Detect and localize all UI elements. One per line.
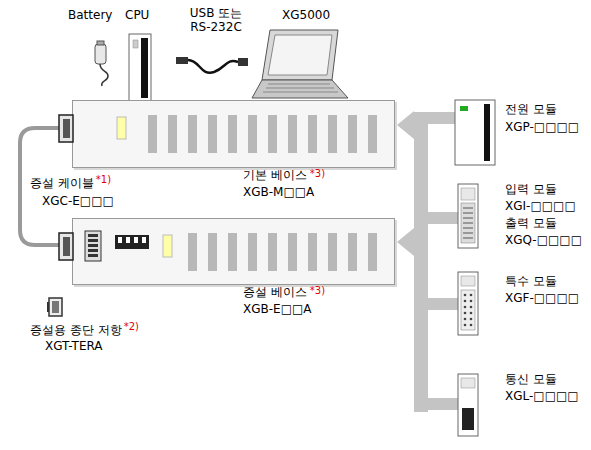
io-module	[458, 184, 478, 248]
module-name: 통신 모듈	[505, 372, 557, 386]
note-mark: *3)	[310, 168, 325, 179]
power-module	[455, 100, 495, 165]
model-number: XGB-E□□A	[243, 301, 325, 318]
model-number: XGT-TERA	[45, 339, 103, 353]
model-number: XGQ-□□□□	[505, 233, 582, 247]
part-name: CPU	[125, 8, 149, 22]
note-mark: *3)	[310, 285, 325, 296]
module-name: 출력 모듈	[505, 216, 557, 230]
base-caption: 기본 베이스*3)XGB-M□□A	[243, 167, 325, 202]
base-art	[73, 101, 396, 169]
interface-name: USB 또는 RS-232C	[183, 6, 249, 35]
module-name: 전원 모듈	[505, 102, 557, 116]
base-name: 기본 베이스	[243, 168, 307, 182]
module-bus	[397, 111, 458, 412]
model-number: XGC-E□□□	[42, 194, 114, 208]
model-number: XGP-□□□□	[505, 120, 579, 134]
base-unit: 증설 베이스*3)XGB-E□□A	[72, 218, 395, 285]
part-name: Battery	[68, 8, 112, 22]
software-name: XG5000	[282, 8, 330, 22]
model-number: XGF-□□□□	[505, 291, 579, 305]
laptop-icon	[252, 30, 348, 98]
part-name: 증설 케이블	[30, 176, 94, 190]
base-name: 증설 베이스	[243, 285, 307, 299]
terminator-icon	[47, 298, 62, 316]
model-number: XGL-□□□□	[505, 389, 579, 403]
module-name: 입력 모듈	[505, 182, 557, 196]
base-unit: 기본 베이스*3)XGB-M□□A	[72, 100, 395, 168]
caption-line: 증설 베이스*3)	[243, 284, 325, 301]
base-art	[73, 219, 396, 286]
model-number: XGI-□□□□	[505, 199, 576, 213]
caption-line: 기본 베이스*3)	[243, 167, 325, 184]
note-mark: *2)	[124, 321, 139, 333]
cpu-module	[129, 34, 151, 101]
note-mark: *1)	[96, 174, 111, 186]
battery-icon	[95, 41, 108, 86]
usb-cable	[176, 57, 248, 73]
special-module	[458, 272, 478, 335]
part-name: 증설용 종단 저항	[30, 323, 122, 337]
comm-module	[458, 374, 478, 436]
base-caption: 증설 베이스*3)XGB-E□□A	[243, 284, 325, 319]
module-name: 특수 모듈	[505, 274, 557, 288]
model-number: XGB-M□□A	[243, 184, 325, 201]
